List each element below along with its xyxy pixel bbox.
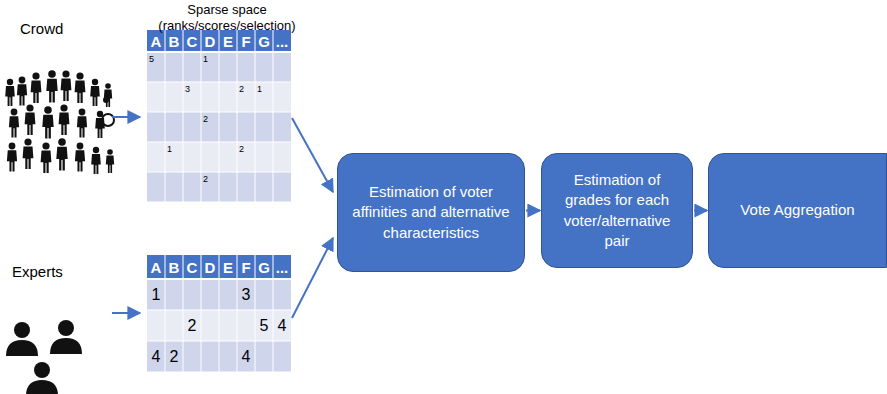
table-cell: 5 <box>255 310 273 341</box>
crowd-icons <box>5 70 114 174</box>
table-cell: 1 <box>255 82 273 112</box>
column-header: F <box>237 30 255 52</box>
table-cell: 4 <box>147 341 165 372</box>
table-cell: 2 <box>237 142 255 172</box>
table-cell: 2 <box>183 310 201 341</box>
input-arrow <box>292 238 333 318</box>
table-heading: Sparse space (ranks/scores/selection) <box>147 2 307 35</box>
column-header: F <box>237 255 255 279</box>
column-header: E <box>219 30 237 52</box>
column-header: C <box>183 30 201 52</box>
table-cell: 1 <box>201 52 219 82</box>
table-cell: 1 <box>147 279 165 310</box>
input-arrow <box>292 118 333 192</box>
column-header: ... <box>273 255 291 279</box>
table-cell: 5 <box>147 52 165 82</box>
column-header: E <box>219 255 237 279</box>
table-cell: 2 <box>165 341 183 372</box>
box-text: Estimation of grades for each voter/alte… <box>554 170 680 251</box>
process-box: Estimation of grades for each voter/alte… <box>541 153 693 268</box>
box-text: Estimation of voter affinities and alter… <box>350 182 512 243</box>
box-text: Vote Aggregation <box>740 200 854 220</box>
group-label: Experts <box>12 263 102 280</box>
column-header: D <box>201 255 219 279</box>
column-header: ... <box>273 30 291 52</box>
group-label: Crowd <box>20 20 100 37</box>
input-arrow <box>112 116 140 118</box>
column-header: D <box>201 30 219 52</box>
table-cell: 2 <box>201 172 219 202</box>
table-cell: 3 <box>183 82 201 112</box>
column-header: G <box>255 255 273 279</box>
sparse-tables <box>147 30 291 372</box>
column-header: A <box>147 255 165 279</box>
column-header: A <box>147 30 165 52</box>
process-box: Vote Aggregation <box>708 153 887 268</box>
column-header: B <box>165 255 183 279</box>
table-cell: 2 <box>201 112 219 142</box>
table-cell: 3 <box>237 279 255 310</box>
table-cell: 1 <box>165 142 183 172</box>
process-box: Estimation of voter affinities and alter… <box>337 153 525 272</box>
table-cell: 2 <box>237 82 255 112</box>
table-cell: 4 <box>237 341 255 372</box>
column-header: G <box>255 30 273 52</box>
flow-arrow <box>526 210 540 212</box>
input-arrow <box>112 312 140 314</box>
column-header: B <box>165 30 183 52</box>
flow-arrow <box>694 210 707 212</box>
table-cell: 4 <box>273 310 291 341</box>
column-header: C <box>183 255 201 279</box>
expert-icons <box>6 320 82 394</box>
